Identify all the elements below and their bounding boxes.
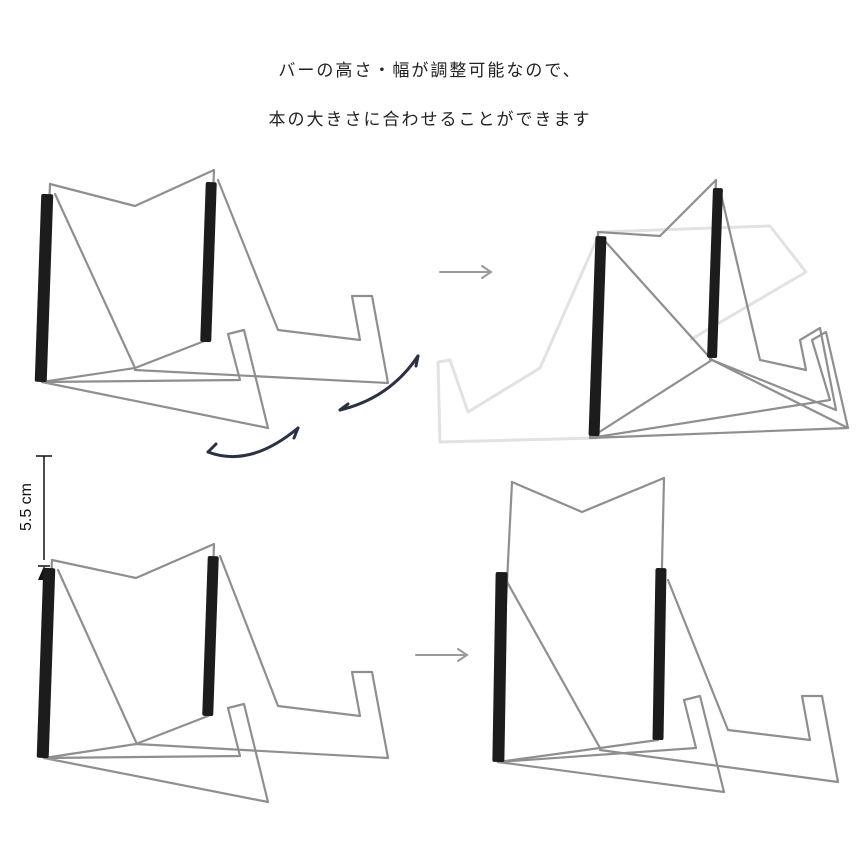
stand-tall-bottom-right (496, 476, 840, 794)
grip-left (588, 235, 607, 437)
dimension-marker (36, 455, 52, 560)
grip-left (36, 567, 56, 759)
grip-right (707, 187, 723, 359)
grip-left (34, 193, 54, 383)
grip-right (202, 555, 219, 717)
caption-line-2: 本の大きさに合わせることができます (268, 110, 592, 130)
grip-right (200, 181, 217, 343)
grip-left (492, 571, 508, 763)
dimension-label: 5.5 cm (18, 483, 35, 532)
caption-line-1: バーの高さ・幅が調整可能なので、 (278, 61, 582, 81)
grip-right (652, 567, 667, 741)
right-arrow-icon (415, 648, 469, 662)
right-arrow-icon (439, 265, 493, 279)
rotate-arrow-icon (206, 354, 420, 459)
